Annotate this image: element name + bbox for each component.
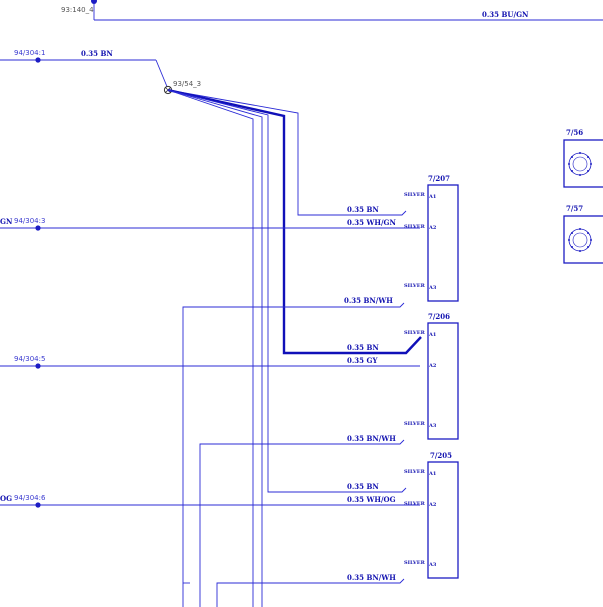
left-node-3-label: 94/304:5 xyxy=(14,355,45,363)
silver-7-206-a3: SILVER xyxy=(404,421,426,427)
wire-label-7-206-a1: 0.35 BN xyxy=(347,343,379,352)
wire-splice-to-7-206-a1[interactable] xyxy=(167,88,422,355)
silver-7-207-a1: SILVER xyxy=(404,192,426,198)
pin-7-207-a2: A2 xyxy=(428,225,437,231)
wire-7-206-a3-bn-wh[interactable] xyxy=(199,439,405,607)
left-node-4-prefix: OG xyxy=(0,494,12,503)
connector-7-205[interactable] xyxy=(427,461,459,579)
left-node-3[interactable] xyxy=(35,363,41,369)
top-node-label: 93:140_4 xyxy=(61,6,94,14)
left-node-2-label: 94/304:3 xyxy=(14,217,45,225)
top-node[interactable] xyxy=(91,0,97,4)
wire-splice-to-7-207-a1[interactable] xyxy=(167,89,407,216)
pin-7-206-a1: A1 xyxy=(428,332,436,338)
component-7-57-pins-icon xyxy=(568,228,592,252)
connector-7-205-name: 7/205 xyxy=(430,451,452,460)
left-node-1[interactable] xyxy=(35,57,41,63)
wire-splice-down-1 xyxy=(167,89,263,607)
wire-label-7-207-a2: 0.35 WH/GN xyxy=(347,218,396,227)
left-node-4-label: 94/304:6 xyxy=(14,494,46,502)
top-wire-label: 0.35 BU/GN xyxy=(482,10,529,19)
pin-7-207-a3: A3 xyxy=(428,285,437,291)
component-7-57-name: 7/57 xyxy=(566,204,583,213)
silver-7-207-a2: SILVER xyxy=(404,224,426,230)
pin-7-205-a3: A3 xyxy=(428,562,437,568)
connector-7-206[interactable] xyxy=(427,322,459,440)
pin-7-205-a2: A2 xyxy=(428,502,437,508)
left-node-1-label: 94/304:1 xyxy=(14,49,45,57)
component-7-56-name: 7/56 xyxy=(566,128,583,137)
component-7-57[interactable] xyxy=(563,215,603,264)
wire-label-7-206-a2: 0.35 GY xyxy=(347,356,378,365)
silver-7-205-a3: SILVER xyxy=(404,560,426,566)
pin-7-206-a2: A2 xyxy=(428,363,437,369)
pin-7-205-a1: A1 xyxy=(428,471,436,477)
wire-label-7-205-a3: 0.35 BN/WH xyxy=(347,573,396,582)
connector-7-206-name: 7/206 xyxy=(428,312,450,321)
wire-splice-to-7-205-a1[interactable] xyxy=(167,89,407,493)
splice-label: 93/54_3 xyxy=(173,80,201,88)
wire-label-7-205-a1: 0.35 BN xyxy=(347,482,379,491)
silver-7-205-a1: SILVER xyxy=(404,469,426,475)
wire-label-7-205-a2: 0.35 WH/OG xyxy=(347,495,396,504)
left-node-2[interactable] xyxy=(35,225,41,231)
left-node-4[interactable] xyxy=(35,502,41,508)
silver-7-207-a3: SILVER xyxy=(404,283,426,289)
wire-label-7-207-a3: 0.35 BN/WH xyxy=(344,296,393,305)
wire-7-205-a3-bn-wh[interactable] xyxy=(216,578,405,607)
wire-label-7-207-a1: 0.35 BN xyxy=(347,205,379,214)
silver-7-205-a2: SILVER xyxy=(404,501,426,507)
left-node-2-prefix: GN xyxy=(0,217,13,226)
splice-incoming-label: 0.35 BN xyxy=(81,49,113,58)
pin-7-207-a1: A1 xyxy=(428,194,436,200)
silver-7-206-a1: SILVER xyxy=(404,330,426,336)
wire-label-7-206-a3: 0.35 BN/WH xyxy=(347,434,396,443)
wire-left-1-diagonal xyxy=(155,59,169,90)
component-7-56-pins-icon xyxy=(568,152,592,176)
connector-7-207-name: 7/207 xyxy=(428,174,450,183)
component-7-56[interactable] xyxy=(563,139,603,188)
pin-7-206-a3: A3 xyxy=(428,423,437,429)
connector-7-207[interactable] xyxy=(427,184,459,302)
wire-7-207-a3-bn-wh[interactable] xyxy=(182,302,405,607)
wire-splice-down-2 xyxy=(167,89,254,607)
